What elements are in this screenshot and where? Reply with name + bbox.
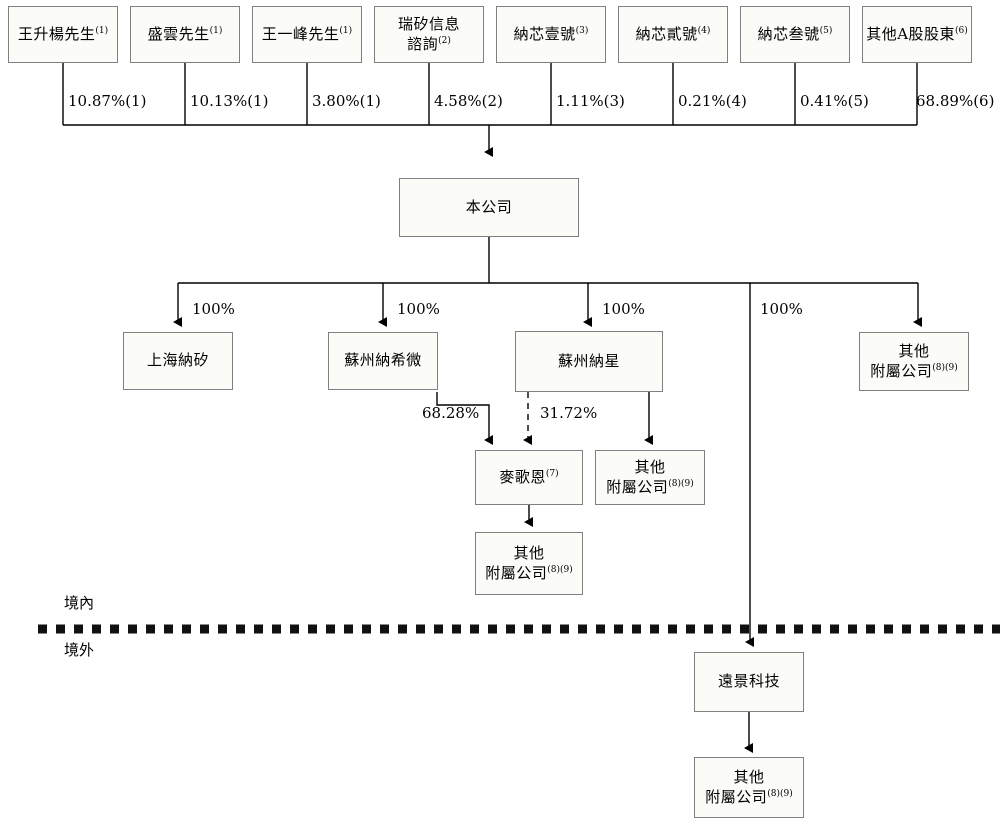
magnachip-label: 麥歌恩(7): [499, 468, 558, 487]
pct-shareholder-3: 3.80%(1): [312, 92, 381, 110]
magnachip-name: 麥歌恩: [499, 467, 546, 486]
pct-subsidiary-4: 100%: [760, 300, 803, 318]
shareholder-label-4: 瑞矽信息諮詢(2): [397, 15, 460, 53]
footnote-ref: (6): [973, 92, 995, 110]
pct-shareholder-1: 10.87%(1): [68, 92, 147, 110]
pct-shareholder-8: 68.89%(6): [916, 92, 995, 110]
shareholder-box-4[interactable]: 瑞矽信息諮詢(2): [374, 6, 484, 63]
footnote-ref: (1): [209, 25, 223, 36]
shareholder-label-5: 納芯壹號(3): [513, 24, 589, 43]
footnote-ref: (1): [359, 92, 381, 110]
pct-edge-to-magnachip-1: 68.28%: [422, 404, 480, 422]
shareholder-label-6: 納芯貳號(4): [635, 24, 711, 43]
footnote-ref: (2): [438, 35, 451, 46]
pct-shareholder-2: 10.13%(1): [190, 92, 269, 110]
other-subsidiaries-box-right[interactable]: 其他附屬公司(8)(9): [859, 332, 969, 391]
footnote-ref: (5): [847, 92, 869, 110]
footnote-ref: (6): [955, 25, 968, 36]
subsidiary-box-shanghai-naxi[interactable]: 上海納矽: [123, 332, 233, 390]
pct-edge-to-magnachip-2: 31.72%: [540, 404, 598, 422]
footnote-ref-7: (7): [545, 468, 559, 479]
other-subsidiaries-label-right: 其他附屬公司(8)(9): [870, 342, 958, 380]
shareholder-label-7: 納芯叁號(5): [757, 24, 833, 43]
other-subsidiaries-box-offshore[interactable]: 其他附屬公司(8)(9): [694, 757, 804, 818]
company-box[interactable]: 本公司: [399, 178, 579, 237]
magnachip-box[interactable]: 麥歌恩(7): [475, 450, 583, 505]
pct-subsidiary-3: 100%: [602, 300, 645, 318]
pct-shareholder-7: 0.41%(5): [800, 92, 869, 110]
shareholder-box-1[interactable]: 王升楊先生(1): [8, 6, 118, 63]
shareholder-label-3: 王一峰先生(1): [261, 24, 353, 43]
footnote-ref: (3): [603, 92, 625, 110]
pct-shareholder-4: 4.58%(2): [434, 92, 503, 110]
other-subs-right-line1: 其他: [898, 342, 930, 361]
other-subsidiaries-box-under-magnachip[interactable]: 其他附屬公司(8)(9): [475, 532, 583, 595]
pct-subsidiary-2: 100%: [397, 300, 440, 318]
subsidiary-box-suzhou-naxiwei[interactable]: 蘇州納希微: [328, 332, 438, 390]
pct-shareholder-6: 0.21%(4): [678, 92, 747, 110]
footnote-ref: (1): [125, 92, 147, 110]
other-subsidiaries-box-under-naxing[interactable]: 其他附屬公司(8)(9): [595, 450, 705, 505]
subsidiary-box-suzhou-naxing[interactable]: 蘇州納星: [515, 331, 663, 392]
footnote-ref: (1): [247, 92, 269, 110]
region-label-offshore: 境外: [64, 641, 95, 659]
pct-shareholder-5: 1.11%(3): [556, 92, 625, 110]
shareholder-box-7[interactable]: 納芯叁號(5): [740, 6, 850, 63]
footnote-ref: (4): [725, 92, 747, 110]
shareholder-label-1: 王升楊先生(1): [17, 24, 109, 43]
subsidiary-label-suzhou-naxiwei: 蘇州納希微: [344, 351, 422, 370]
shareholder-box-8[interactable]: 其他A股股東(6): [862, 6, 972, 63]
footnote-ref: (2): [481, 92, 503, 110]
footnote-ref-89: (8)(9): [932, 362, 958, 373]
region-label-onshore: 境內: [64, 594, 95, 612]
footnote-ref: (1): [339, 25, 353, 36]
subsidiary-label-shanghai-naxi: 上海納矽: [146, 351, 209, 370]
shareholder-box-5[interactable]: 納芯壹號(3): [496, 6, 606, 63]
other-subsidiaries-label-under-naxing: 其他附屬公司(8)(9): [606, 458, 694, 496]
footnote-ref: (4): [697, 25, 711, 36]
shareholder-box-3[interactable]: 王一峰先生(1): [252, 6, 362, 63]
pct-subsidiary-1: 100%: [192, 300, 235, 318]
shareholder-box-2[interactable]: 盛雲先生(1): [130, 6, 240, 63]
other-subs-right-line2: 附屬公司: [870, 361, 933, 380]
footnote-ref: (3): [575, 25, 589, 36]
subsidiary-label-suzhou-naxing: 蘇州納星: [557, 351, 620, 370]
shareholder-label-8: 其他A股股東(6): [866, 24, 968, 43]
footnote-ref: (5): [819, 25, 833, 36]
other-subsidiaries-label-under-magnachip: 其他附屬公司(8)(9): [485, 544, 573, 582]
offshore-label-yuanjing-keji: 遠景科技: [717, 672, 780, 691]
shareholder-label-2: 盛雲先生(1): [147, 24, 223, 43]
other-subsidiaries-label-offshore: 其他附屬公司(8)(9): [705, 768, 793, 806]
shareholder-box-6[interactable]: 納芯貳號(4): [618, 6, 728, 63]
footnote-ref: (1): [95, 25, 109, 36]
offshore-box-yuanjing-keji[interactable]: 遠景科技: [694, 652, 804, 712]
company-label: 本公司: [465, 197, 513, 216]
